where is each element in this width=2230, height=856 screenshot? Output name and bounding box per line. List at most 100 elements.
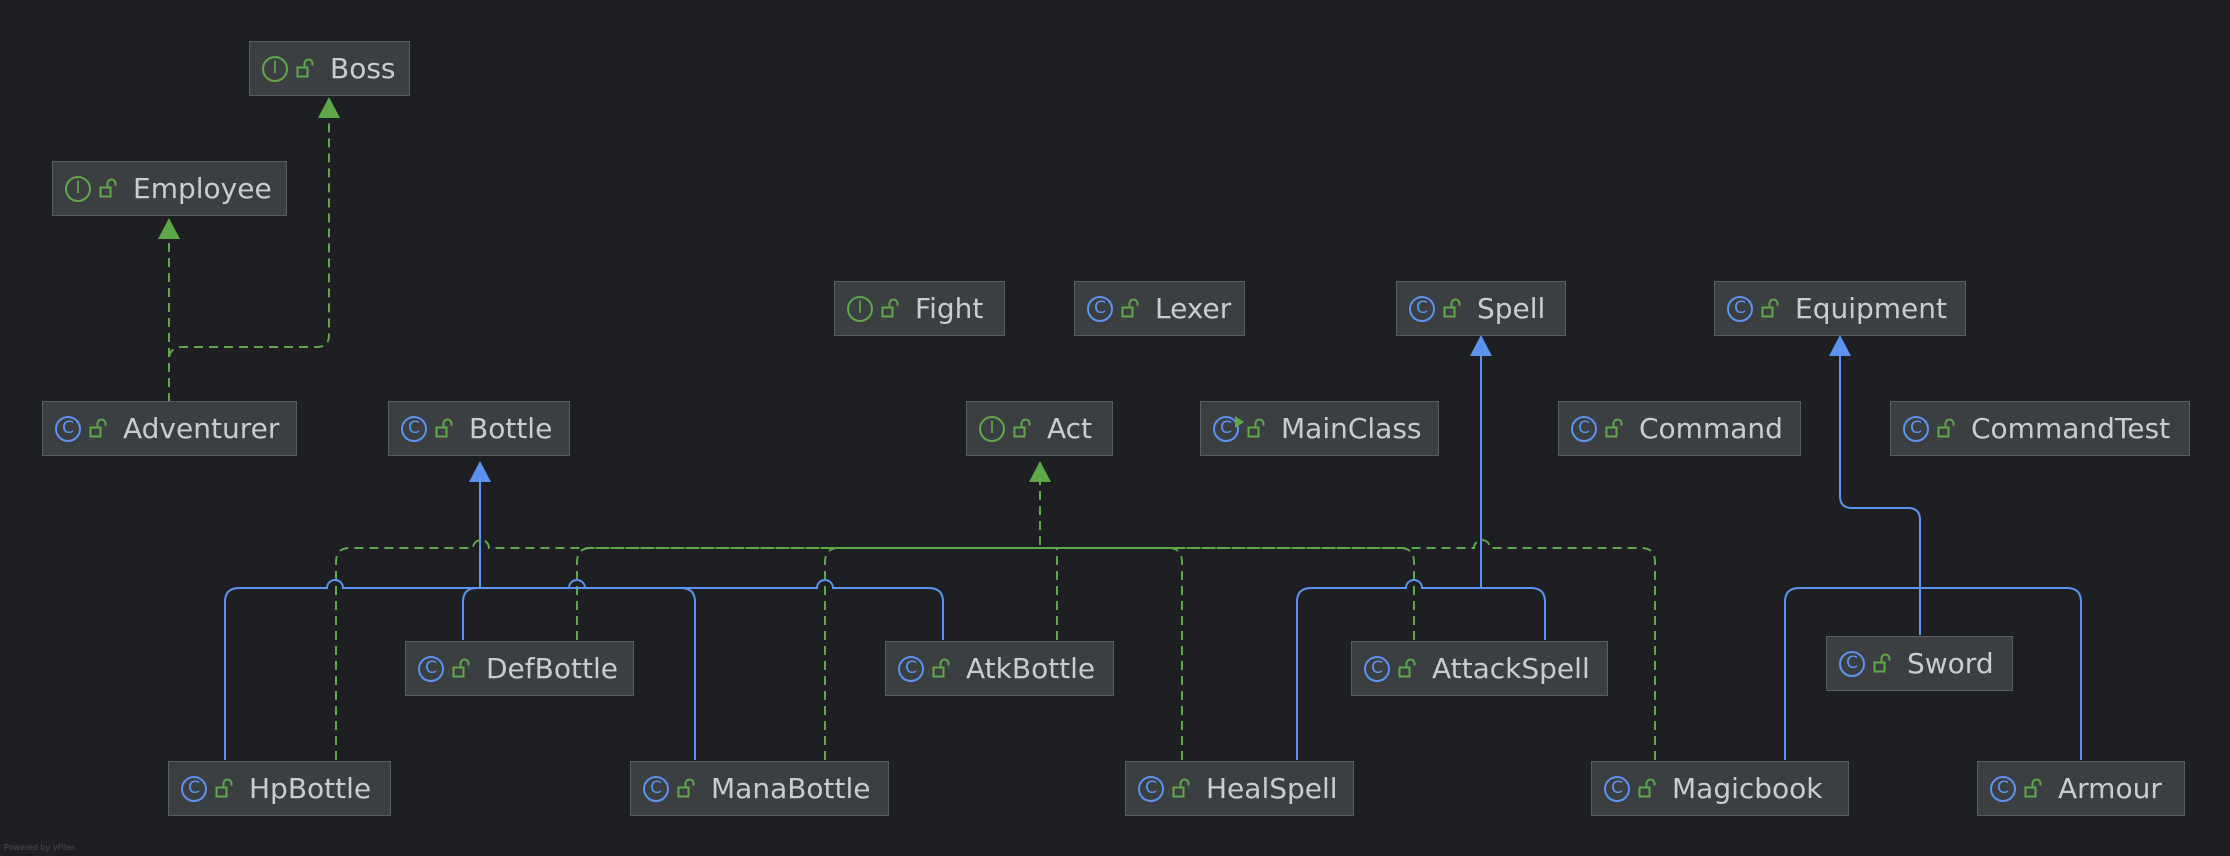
interface-icon: I [847,295,873,322]
edge-attackspell-act [1040,547,1415,640]
open-lock-icon [881,298,901,320]
node-employee[interactable]: I Employee [52,161,287,216]
class-name: Command [1639,412,1783,445]
node-command[interactable]: C Command [1558,401,1801,456]
class-name: Equipment [1795,292,1947,325]
node-boss[interactable]: I Boss [249,41,410,96]
edge-attackspell-spell [1481,587,1546,640]
open-lock-icon [89,418,109,440]
node-act[interactable]: I Act [966,401,1113,456]
class-name: Fight [915,292,984,325]
class-name: Magicbook [1672,772,1823,805]
interface-icon: I [262,55,288,82]
node-fight[interactable]: I Fight [834,281,1005,336]
open-lock-icon [1638,778,1658,800]
open-lock-icon [1873,653,1893,675]
arrowhead-employee [158,218,180,239]
class-icon: C [643,775,669,802]
open-lock-icon [1172,778,1192,800]
class-icon: C [1839,650,1865,677]
class-icon: C [1087,295,1113,322]
edge-magicbook-act [1040,539,1656,760]
node-equipment[interactable]: C Equipment [1714,281,1966,336]
node-magicbook[interactable]: C Magicbook [1591,761,1849,816]
class-icon: C [1138,775,1164,802]
class-name: Armour [2058,772,2162,805]
class-name: HealSpell [1206,772,1338,805]
class-icon: C [898,655,924,682]
node-spell[interactable]: C Spell [1396,281,1566,336]
open-lock-icon [296,58,316,80]
open-lock-icon [677,778,697,800]
node-mainclass[interactable]: C MainClass [1200,401,1439,456]
edge-defbottle-act [576,547,1040,640]
interface-icon: I [65,175,91,202]
class-name: AtkBottle [966,652,1096,685]
edge-hpbottle-bottle [224,579,480,760]
class-name: MainClass [1281,412,1422,445]
node-attackspell[interactable]: C AttackSpell [1351,641,1608,696]
class-icon: C [401,415,427,442]
open-lock-icon [1605,418,1625,440]
class-name: Adventurer [123,412,280,445]
edge-atkbottle-act [1040,547,1058,640]
class-name: AttackSpell [1432,652,1590,685]
class-icon: C [1727,295,1753,322]
edge-adventurer-boss [168,112,330,402]
open-lock-icon [435,418,455,440]
class-icon: C [1364,655,1390,682]
edge-healspell-spell [1296,579,1481,760]
node-lexer[interactable]: C Lexer [1074,281,1245,336]
class-icon: C [1604,775,1630,802]
class-icon: C [418,655,444,682]
class-name: Sword [1907,647,1994,680]
open-lock-icon [1761,298,1781,320]
class-icon: C [1990,775,2016,802]
arrowhead-equipment [1829,335,1851,356]
class-name: ManaBottle [711,772,871,805]
edge-magicbook-equipment [1784,587,1920,760]
class-name: Employee [133,172,272,205]
interface-icon: I [979,415,1005,442]
node-commandtest[interactable]: C CommandTest [1890,401,2190,456]
edge-armour-equipment [1920,587,2082,760]
edge-manabottle-act [824,547,1040,760]
arrowhead-act [1029,461,1051,482]
node-defbottle[interactable]: C DefBottle [405,641,634,696]
node-manabottle[interactable]: C ManaBottle [630,761,889,816]
arrowhead-bottle [469,461,491,482]
node-atkbottle[interactable]: C AtkBottle [885,641,1114,696]
open-lock-icon [2024,778,2044,800]
node-adventurer[interactable]: C Adventurer [42,401,297,456]
arrowhead-spell [1470,335,1492,356]
node-armour[interactable]: C Armour [1977,761,2185,816]
edge-equipment-hub [1839,350,1921,588]
open-lock-icon [215,778,235,800]
node-healspell[interactable]: C HealSpell [1125,761,1354,816]
open-lock-icon [1937,418,1957,440]
main-class-icon: C [1213,415,1244,442]
open-lock-icon [1247,418,1267,440]
class-icon: C [1903,415,1929,442]
class-name: Lexer [1155,292,1232,325]
class-name: Spell [1477,292,1546,325]
open-lock-icon [1121,298,1141,320]
class-icon: C [181,775,207,802]
class-name: HpBottle [249,772,372,805]
edge-atkbottle-bottle [480,579,944,640]
class-name: Boss [330,52,396,85]
class-icon: C [55,415,81,442]
open-lock-icon [1013,418,1033,440]
class-name: Act [1047,412,1093,445]
open-lock-icon [99,178,119,200]
edge-hpbottle-act [335,539,1040,760]
open-lock-icon [1443,298,1463,320]
class-icon: C [1571,415,1597,442]
node-hpbottle[interactable]: C HpBottle [168,761,391,816]
arrowhead-boss [318,97,340,118]
node-bottle[interactable]: C Bottle [388,401,570,456]
powered-by-note: Powered by yFiles [4,843,76,852]
edge-healspell-act [1040,547,1183,760]
node-sword[interactable]: C Sword [1826,636,2013,691]
